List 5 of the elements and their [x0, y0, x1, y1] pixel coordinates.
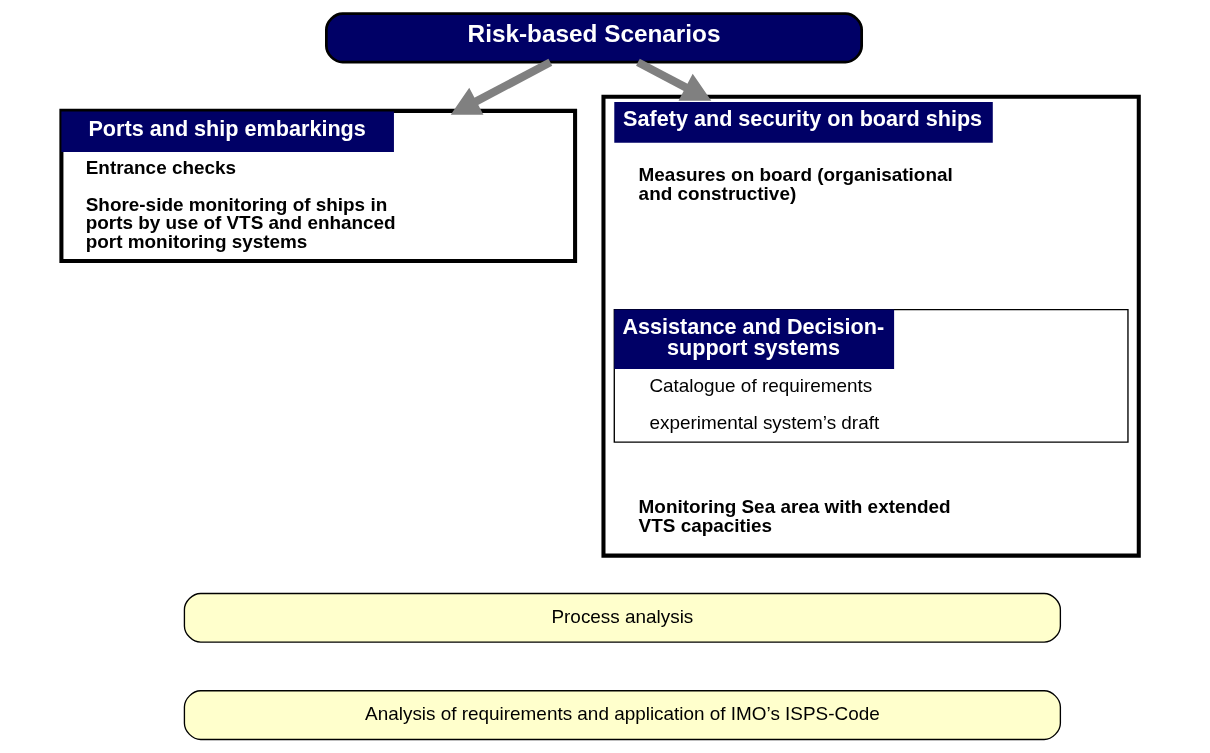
node-box: Process analysis — [183, 592, 1061, 643]
node-box: Analysis of requirements and application of IMO’s ISPS-Code — [183, 690, 1061, 741]
node-box: Risk-based Scenarios — [324, 12, 863, 64]
arrow — [450, 58, 552, 115]
arrow — [635, 58, 711, 101]
